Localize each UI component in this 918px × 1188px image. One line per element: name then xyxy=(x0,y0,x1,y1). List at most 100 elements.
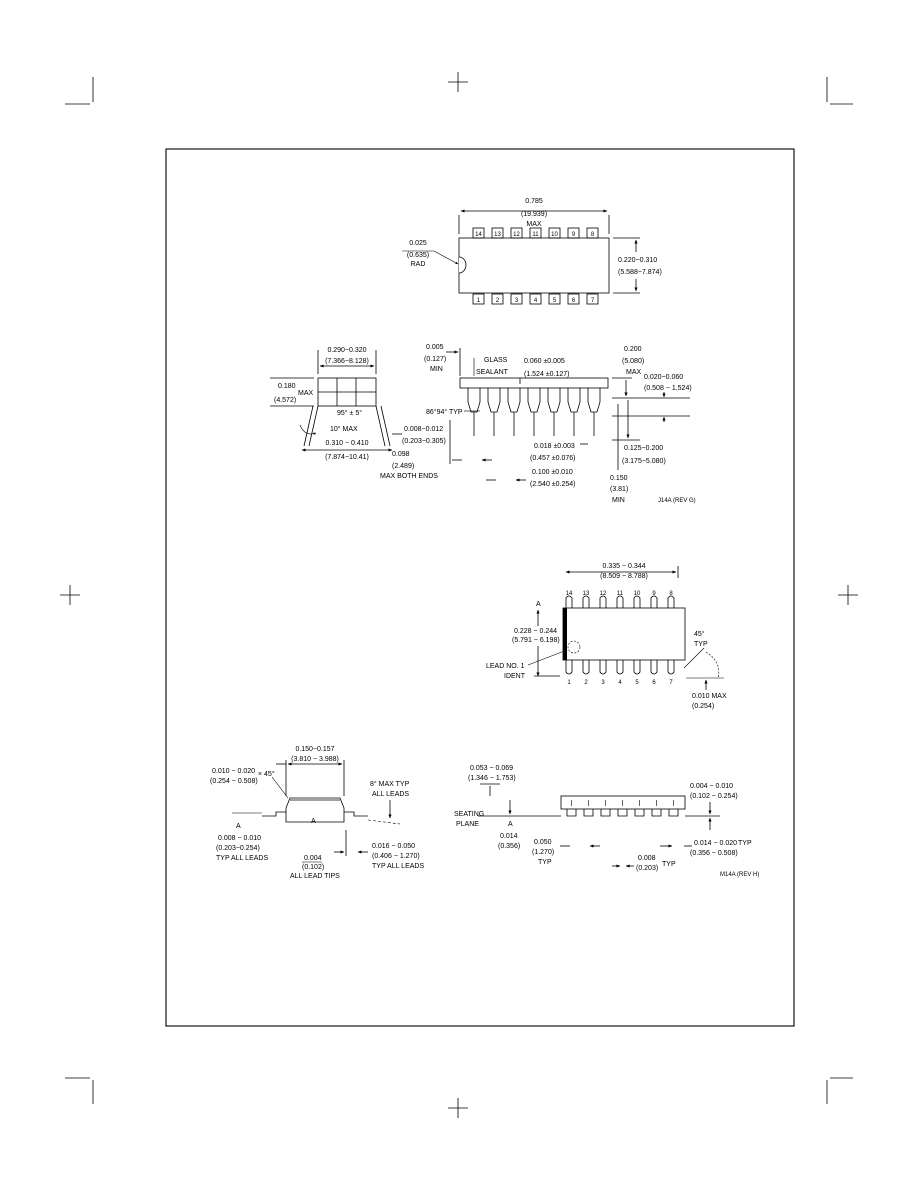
f3-top-pin-label: 11 xyxy=(617,591,624,597)
f3-bottom-pin-label: 6 xyxy=(652,680,656,686)
f1-notch-rad: RAD xyxy=(411,261,426,268)
so-pin1-ident xyxy=(567,640,581,654)
f2-lead-w-mm: (0.457 ±0.076) xyxy=(530,455,575,462)
f2-body-w: 0.290−0.320 xyxy=(327,347,366,354)
so-side-lead xyxy=(668,809,679,817)
f3-bottom-pin-6 xyxy=(650,660,658,675)
f2-standoff-mm: (0.508 − 1.524) xyxy=(644,385,692,392)
f2-span: 0.310 − 0.410 xyxy=(325,440,368,447)
f3-bottom-pin-label: 2 xyxy=(584,680,588,686)
f3-a-mark: A xyxy=(536,601,541,608)
f5-gap: 0.008 xyxy=(638,855,656,862)
dip-side-lead xyxy=(547,388,561,413)
dip-side-lead xyxy=(567,388,581,413)
f4-a-right: A xyxy=(311,818,316,825)
so-end-body xyxy=(285,797,345,823)
f3-length: 0.335 − 0.344 xyxy=(602,563,645,570)
f2-pitch: 0.100 ±0.010 xyxy=(532,469,573,476)
f1-top-pin-12 xyxy=(510,227,523,239)
so-body xyxy=(562,607,686,661)
dip-body xyxy=(458,237,610,294)
crop-marks xyxy=(60,72,858,1118)
f2-end-label: MAX BOTH ENDS xyxy=(380,473,438,480)
f3-width-mm: (5.791 − 6.198) xyxy=(512,637,560,644)
f5-flat-mm: (0.356) xyxy=(498,843,520,850)
f3-corner: 0.010 MAX xyxy=(692,693,727,700)
f1-bottom-pin-label: 1 xyxy=(477,298,481,304)
f1-bottom-pin-label: 4 xyxy=(534,298,538,304)
f2-angle: 95° ± 5° xyxy=(337,409,362,417)
f2-min-a: 0.005 xyxy=(426,344,444,351)
f3-bottom-pin-label: 1 xyxy=(567,680,571,686)
f3-top-pin-label: 14 xyxy=(566,591,573,597)
f2-lead-w: 0.018 ±0.003 xyxy=(534,443,575,450)
f3-top-pin-9 xyxy=(650,595,658,608)
f5-flat: 0.014 xyxy=(500,833,518,840)
so-side-lead xyxy=(617,809,628,817)
f1-top-pin-10 xyxy=(548,227,561,239)
f5-lead-w-mm: (0.356 − 0.508) xyxy=(690,850,738,857)
f1-top-pin-8 xyxy=(586,227,599,239)
f2-pitch-a-mm: (1.524 ±0.127) xyxy=(524,371,569,378)
f4-tip: 0.004 xyxy=(304,855,322,862)
f2-end-mm: (2.489) xyxy=(392,463,414,470)
f1-bottom-pin-4 xyxy=(529,293,542,305)
f4-lead-th-typ: TYP ALL LEADS xyxy=(216,855,268,862)
f2-glass: GLASS xyxy=(484,357,508,364)
f2-body-h: 0.180 xyxy=(278,383,296,390)
f1-bottom-pin-6 xyxy=(567,293,580,305)
f5-pitch-mm: (1.270) xyxy=(532,849,554,856)
f3-typ-angle: 45° xyxy=(694,630,705,638)
f4-lead-th: 0.008 − 0.010 xyxy=(218,835,261,842)
f2-sealant: SEALANT xyxy=(476,369,509,376)
f2-seat: 0.125−0.200 xyxy=(624,445,663,452)
f3-top-pin-label: 10 xyxy=(634,591,641,597)
f4-chamfer: 0.010 − 0.020 xyxy=(212,768,255,775)
f1-top-pin-label: 14 xyxy=(475,232,482,238)
f2-pitch-a: 0.060 ±0.005 xyxy=(524,358,565,365)
f4-a-left: A xyxy=(236,823,241,830)
f3-top-pin-label: 8 xyxy=(669,591,673,597)
f5-standoff: 0.004 − 0.010 xyxy=(690,783,733,790)
f3-bottom-pin-label: 7 xyxy=(669,680,673,686)
f1-bottom-pin-label: 6 xyxy=(572,298,576,304)
so-side-lead xyxy=(651,809,662,817)
so-side-lead xyxy=(583,809,594,817)
f3-lead1: LEAD NO. 1 xyxy=(486,663,525,670)
f4-tip-label: ALL LEAD TIPS xyxy=(290,873,340,880)
f1-length: 0.785 xyxy=(525,198,543,205)
f1-bottom-pin-5 xyxy=(548,293,561,305)
f3-bottom-pin-label: 3 xyxy=(601,680,605,686)
so-side-lead xyxy=(634,809,645,817)
f1-bottom-pin-2 xyxy=(491,293,504,305)
figure-dip-side-views: 0.290−0.320 (7.366−8.128) 0.180 (4.572) … xyxy=(270,344,696,504)
f1-top-pin-label: 9 xyxy=(572,232,576,238)
f5-height: 0.053 − 0.069 xyxy=(470,765,513,772)
f3-top-pin-13 xyxy=(582,595,590,608)
f2-height-max: MAX xyxy=(626,369,642,376)
f2-lead-len-min: MIN xyxy=(612,497,625,504)
f2-span-mm: (7.874−10.41) xyxy=(325,454,369,461)
f5-code: M14A (REV H) xyxy=(720,872,759,878)
f2-standoff: 0.020−0.060 xyxy=(644,374,683,381)
f2-height: 0.200 xyxy=(624,346,642,353)
dip-side-body xyxy=(459,377,609,389)
f4-chamfer-deg: × 45° xyxy=(258,770,275,778)
f3-top-pin-11 xyxy=(616,595,624,608)
f3-bottom-pin-3 xyxy=(599,660,607,675)
f1-top-pin-11 xyxy=(529,227,542,239)
dip-side-lead xyxy=(587,388,601,413)
f5-seating: SEATING xyxy=(454,811,484,818)
f3-bottom-pin-2 xyxy=(582,660,590,675)
f2-height-mm: (5.080) xyxy=(622,358,644,365)
f4-all-leads: ALL LEADS xyxy=(372,791,409,798)
f4-width-mm: (3.810 − 3.988) xyxy=(291,756,339,763)
f3-top-pin-label: 9 xyxy=(652,591,656,597)
f3-top-pin-10 xyxy=(633,595,641,608)
f4-foot: 0.016 − 0.050 xyxy=(372,843,415,850)
f1-top-pin-label: 8 xyxy=(591,232,595,238)
f2-seat-mm: (3.175−5.080) xyxy=(622,458,666,465)
f3-bottom-pin-label: 4 xyxy=(618,680,622,686)
f2-pitch-mm: (2.540 ±0.254) xyxy=(530,481,575,488)
